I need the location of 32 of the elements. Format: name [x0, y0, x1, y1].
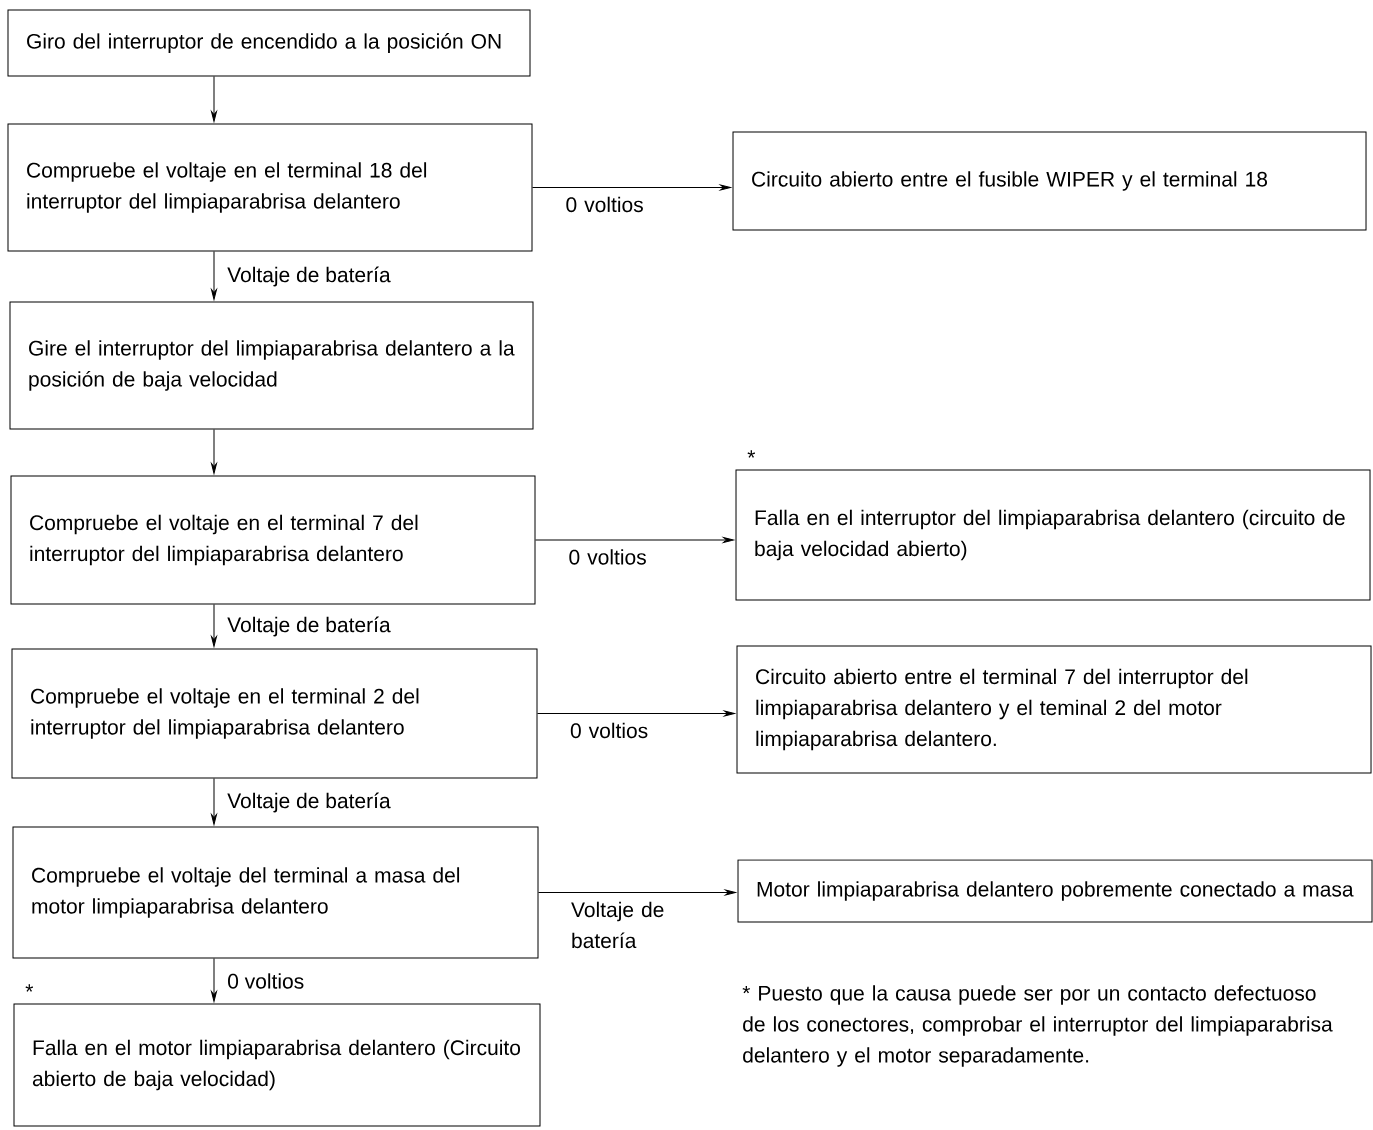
arrow: [532, 184, 731, 191]
process-box: Falla en el motor limpiaparabrisa delantero (Circuito abierto de baja velocidad): [13, 1003, 541, 1127]
arrow: [211, 251, 217, 300]
process-box: Motor limpiaparabrisa delantero pobremente conectado a masa: [737, 859, 1373, 923]
arrow: [211, 778, 217, 825]
process-box: Compruebe el voltaje en el terminal 7 del interruptor del limpiaparabrisa delantero: [10, 475, 536, 605]
edge-label: 0 voltios: [569, 549, 646, 565]
arrow: [211, 958, 217, 1002]
arrow: [211, 76, 217, 122]
process-box: Gire el interruptor del limpiaparabrisa delantero a la posición de baja velocidad: [9, 301, 534, 430]
edge-label: 0 voltios: [566, 196, 643, 213]
process-box: Giro del interruptor de encendido a la posición ON: [7, 9, 531, 77]
arrow: [211, 604, 217, 647]
edge-label: Voltaje de batería: [571, 901, 664, 949]
process-box: Compruebe el voltaje en el terminal 2 del interruptor del limpiaparabrisa delantero: [11, 648, 538, 779]
process-box: Compruebe el voltaje en el terminal 18 del interruptor del limpiaparabrisa delantero: [7, 123, 533, 252]
arrow: [537, 710, 735, 717]
process-box: Falla en el interruptor del limpiaparabrisa delantero (circuito de baja velocidad abierto): [735, 469, 1371, 601]
arrow: [211, 429, 217, 474]
edge-label: 0 voltios: [570, 722, 648, 739]
process-box: Circuito abierto entre el terminal 7 del interruptor del limpiaparabrisa delantero y el teminal 2 del motor limpiaparabrisa delantero.: [736, 645, 1372, 774]
process-box: Compruebe el voltaje del terminal a masa del motor limpiaparabrisa delantero: [12, 826, 539, 959]
arrow: [535, 537, 734, 543]
edge-label: Voltaje de batería: [227, 266, 391, 287]
edge-label: 0 voltios: [228, 973, 304, 989]
process-box: Circuito abierto entre el fusible WIPER y el terminal 18: [732, 131, 1367, 231]
footnote: * Puesto que la causa puede ser por un contacto defectuoso de los conectores, comprobar el interruptor del limpiaparabrisa delantero y el motor separadamente.: [742, 985, 1333, 1067]
asterisk: *: [747, 450, 756, 458]
edge-label: Voltaje de batería: [227, 616, 391, 637]
edge-label: Voltaje de batería: [227, 792, 391, 813]
arrow: [538, 889, 736, 896]
asterisk: *: [25, 984, 34, 992]
